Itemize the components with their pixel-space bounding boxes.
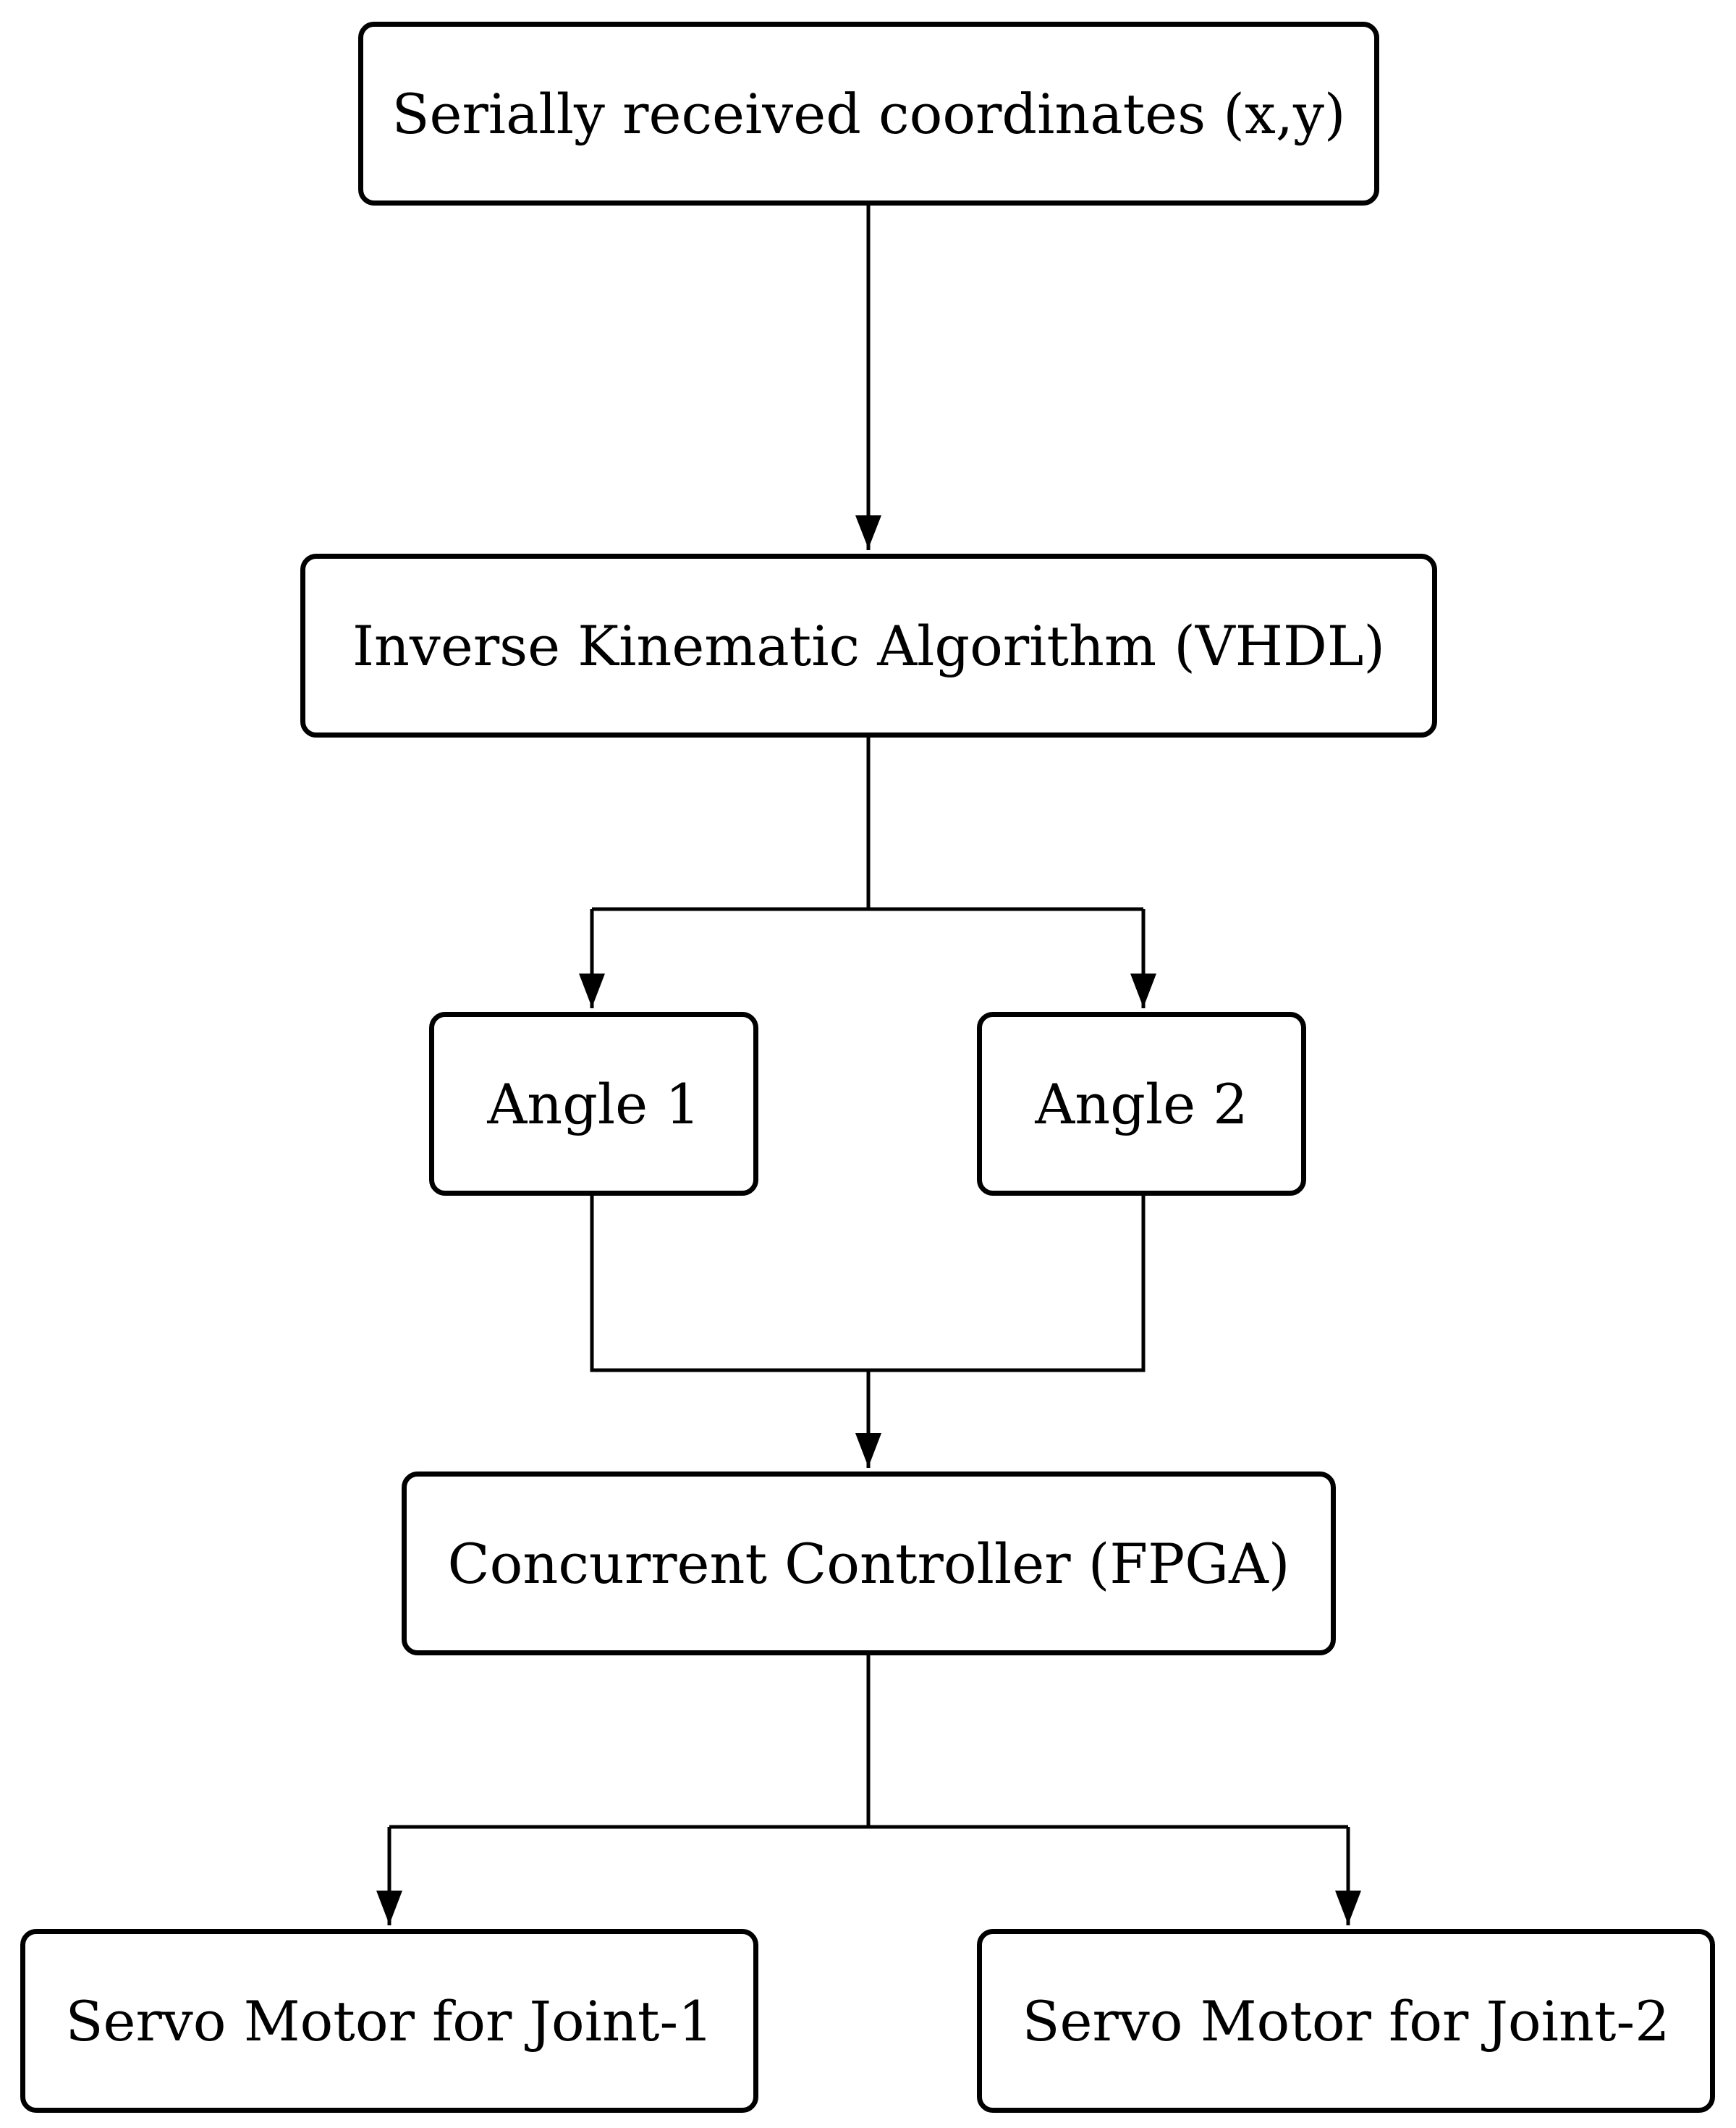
node-angle-1: Angle 1 (429, 1012, 758, 1196)
node-label: Inverse Kinematic Algorithm (VHDL) (352, 613, 1386, 678)
node-serial-input: Serially received coordinates (x,y) (358, 22, 1379, 206)
node-servo-joint-1: Servo Motor for Joint-1 (20, 1929, 758, 2113)
node-servo-joint-2: Servo Motor for Joint-2 (977, 1929, 1715, 2113)
arrowhead-icon (376, 1891, 402, 1925)
node-label: Servo Motor for Joint-2 (1022, 1988, 1670, 2053)
arrowhead-icon (855, 1433, 881, 1467)
arrowhead-icon (855, 515, 881, 549)
node-label: Concurrent Controller (FPGA) (447, 1531, 1290, 1596)
arrowhead-icon (1335, 1891, 1361, 1925)
node-label: Angle 2 (1035, 1071, 1248, 1136)
arrowhead-icon (1130, 974, 1156, 1008)
node-concurrent-controller: Concurrent Controller (FPGA) (402, 1472, 1336, 1655)
node-angle-2: Angle 2 (977, 1012, 1306, 1196)
node-label: Angle 1 (487, 1071, 700, 1136)
node-label: Serially received coordinates (x,y) (391, 81, 1346, 146)
node-inverse-kinematics: Inverse Kinematic Algorithm (VHDL) (300, 554, 1437, 738)
node-label: Servo Motor for Joint-1 (65, 1988, 714, 2053)
arrowhead-icon (579, 974, 605, 1008)
connector-angle1-merge (590, 1196, 1146, 1372)
